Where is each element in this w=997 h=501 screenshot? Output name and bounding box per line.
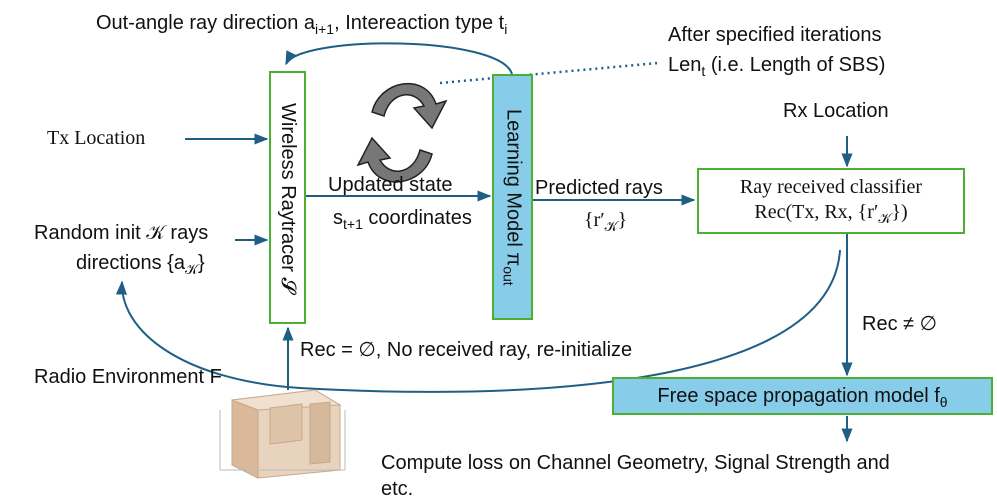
- after-iterations-line2: Lent (i.e. Length of SBS): [668, 54, 886, 79]
- learning-model-main: Learning Model π: [502, 108, 525, 266]
- reinit-arrow: [115, 249, 841, 393]
- tx-location-label: Tx Location: [47, 127, 146, 149]
- classifier-line2: Rec(Tx, Rx, {r′𝒦}): [754, 201, 908, 227]
- rx-location-label: Rx Location: [783, 100, 889, 122]
- propagation-label: Free space propagation model fθ: [657, 385, 948, 410]
- rec-empty-label: Rec = ∅, No received ray, re-initialize: [300, 339, 633, 361]
- predicted-rays-label: Predicted rays: [535, 177, 663, 199]
- radio-environment-label: Radio Environment F: [34, 366, 222, 388]
- raytracer-box: Wireless Raytracer 𝓢: [269, 71, 306, 324]
- compute-loss-line2: etc.: [381, 478, 414, 500]
- compute-loss-line1: Compute loss on Channel Geometry, Signal…: [381, 452, 890, 474]
- learning-model-box: Learning Model πout: [492, 74, 533, 320]
- learning-model-label: Learning Model πout: [501, 109, 525, 286]
- random-init-line1: Random init 𝒦 rays: [34, 222, 209, 244]
- after-iterations-line1: After specified iterations: [668, 24, 882, 46]
- out-angle-label: Out-angle ray direction ai+1, Intereacti…: [96, 12, 508, 37]
- propagation-box: Free space propagation model fθ: [612, 377, 993, 415]
- random-init-line2: directions {a𝒦}: [76, 252, 205, 277]
- raytracer-label: Wireless Raytracer 𝓢: [277, 102, 299, 293]
- updated-state-label: Updated state: [328, 174, 453, 196]
- classifier-line1: Ray received classifier: [739, 176, 923, 198]
- predicted-set-label: {r′𝒦}: [584, 209, 628, 235]
- room-model-icon: [219, 389, 346, 479]
- classifier-box: Ray received classifier Rec(Tx, Rx, {r′𝒦…: [697, 168, 965, 234]
- rec-nonempty-label: Rec ≠ ∅: [862, 313, 938, 335]
- iteration-pointer: [439, 61, 659, 85]
- learning-model-sub: out: [500, 265, 517, 286]
- state-coordinates-label: st+1 coordinates: [333, 207, 472, 232]
- cycle-arrows-icon: [356, 82, 448, 183]
- feedback-arrow: [285, 42, 513, 75]
